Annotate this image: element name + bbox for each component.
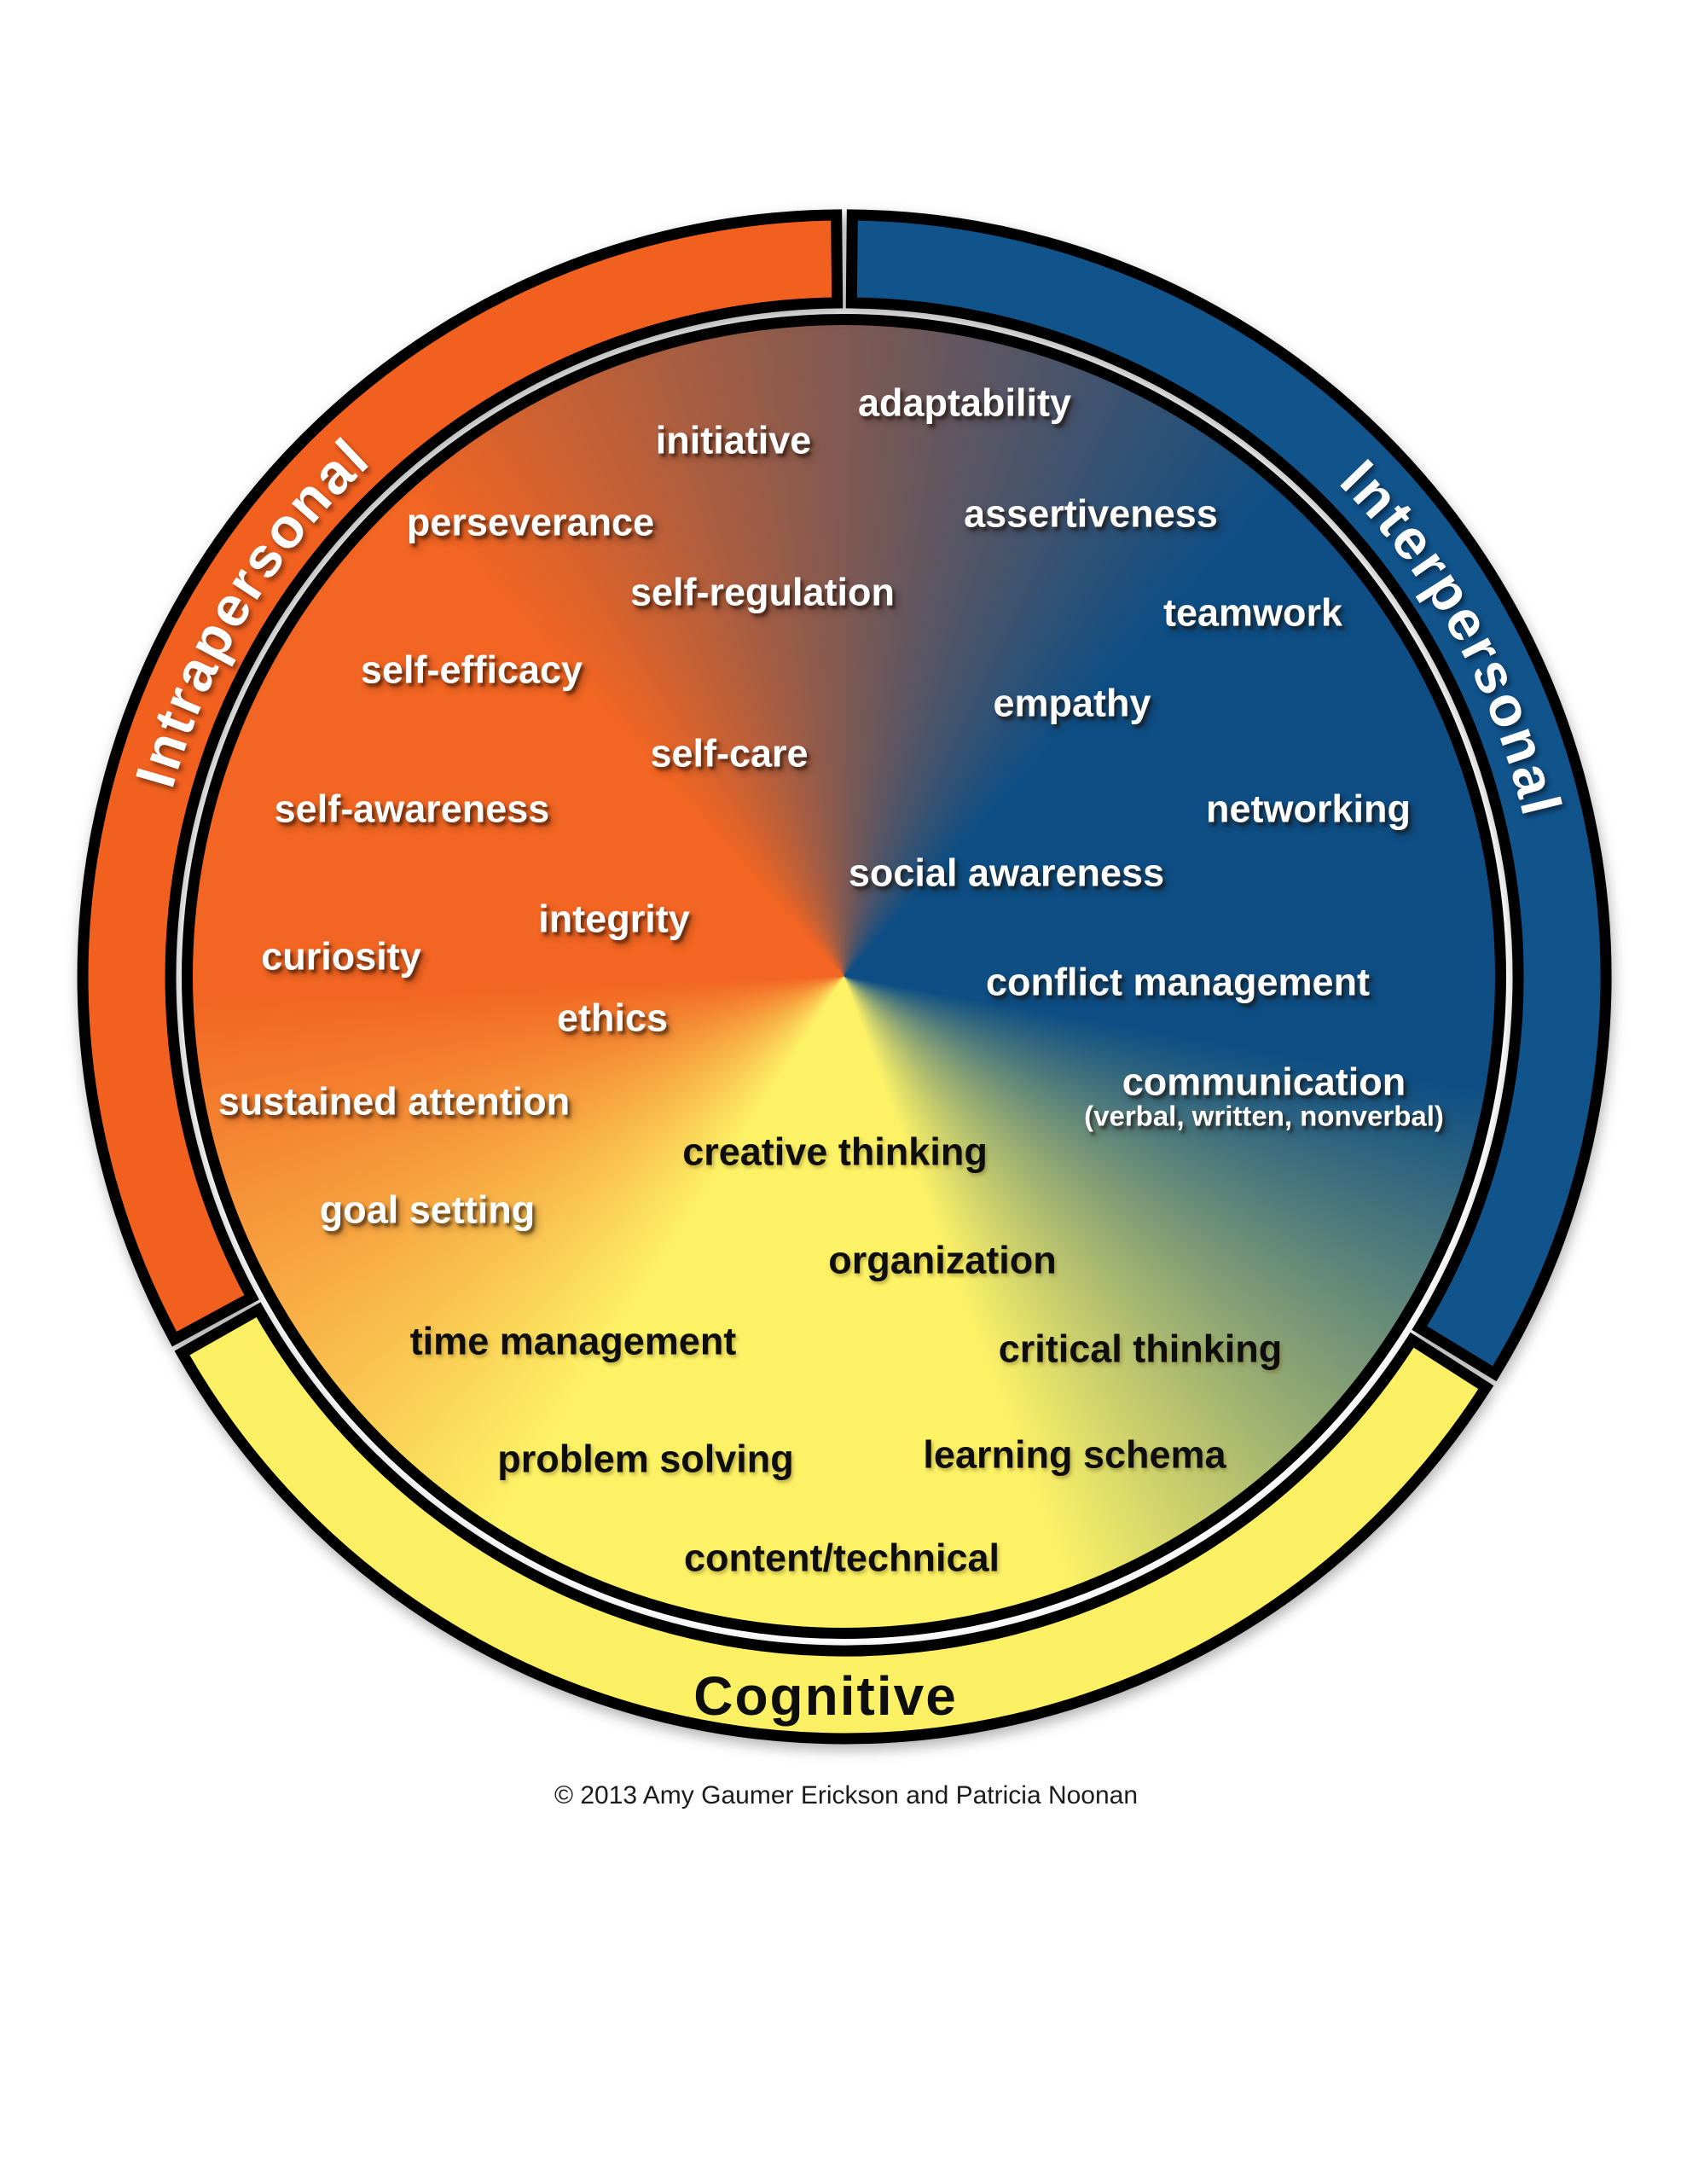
ring-label-intrapersonal-text: Intrapersonal [123,425,379,794]
ring-label-intrapersonal: Intrapersonal [123,425,381,794]
skill-initiative: initiative [655,418,812,462]
skill-ethics: ethics [556,996,669,1040]
skill-communication-note: (verbal, written, nonverbal) [1084,1100,1444,1132]
skill-assertiveness: assertiveness [964,491,1218,536]
skill-problem-solving: problem solving [497,1437,794,1481]
skill-communication: communication [1122,1060,1406,1104]
skill-critical-thinking: critical thinking [998,1327,1283,1371]
skill-integrity: integrity [538,897,690,941]
skill-adaptability: adaptability [857,380,1072,425]
ring-segment-interpersonal [845,209,1612,1382]
skill-time-management: time management [409,1319,737,1363]
ring-label-cognitive: Cognitive [693,1665,958,1727]
skill-empathy: empathy [993,681,1151,725]
ring-segment-intrapersonal [77,209,844,1347]
skill-self-care: self-care [650,731,809,775]
ring-segment-cognitive [174,1302,1494,1745]
skill-organization: organization [828,1238,1057,1282]
skill-teamwork: teamwork [1162,590,1343,635]
skill-sustained-attention: sustained attention [217,1079,571,1124]
copyright-text: © 2013 Amy Gaumer Erickson and Patricia … [554,1781,1139,1809]
skill-self-regulation: self-regulation [629,570,896,614]
skill-social-awareness: social awareness [848,851,1165,895]
skill-creative-thinking: creative thinking [682,1130,988,1174]
skill-learning-schema: learning schema [923,1432,1226,1477]
skill-curiosity: curiosity [261,934,421,979]
skill-networking: networking [1205,787,1412,831]
ring-label-interpersonal: Interpersonal [1329,447,1574,822]
skill-self-awareness: self-awareness [274,787,550,831]
skill-goal-setting: goal setting [319,1188,536,1232]
skill-perseverance: perseverance [406,500,655,544]
skill-content-technical: content/technical [683,1536,1000,1580]
skill-conflict-management: conflict management [985,960,1371,1004]
ring-label-interpersonal-text: Interpersonal [1329,447,1571,822]
skill-self-efficacy: self-efficacy [360,648,583,692]
